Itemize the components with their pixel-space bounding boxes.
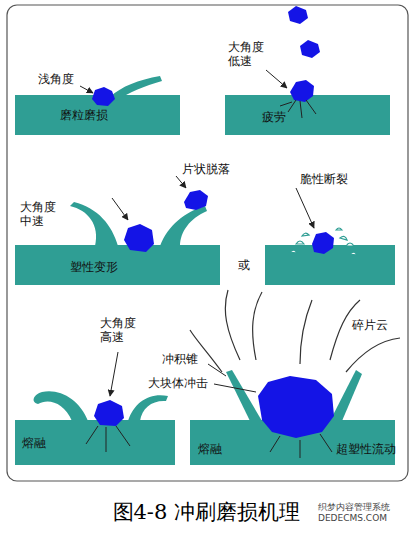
illustration-shape	[94, 400, 124, 426]
melting-panel	[15, 352, 175, 465]
illustration-shape	[15, 420, 175, 465]
illustration-shape	[7, 5, 408, 481]
callout-label: 冲积锥	[162, 352, 198, 366]
callout-label: 碎片云	[352, 318, 388, 332]
callout-label: 大块体冲击	[148, 376, 208, 390]
illustration-shape	[346, 243, 354, 246]
illustration-shape	[350, 252, 357, 255]
illustration-shape	[184, 190, 208, 210]
illustration-shape	[290, 80, 314, 102]
illustration-shape	[265, 245, 395, 285]
illustration-shape	[302, 233, 309, 236]
plastic-panel	[15, 176, 220, 285]
illustration-shape	[86, 426, 130, 452]
illustration-shape	[110, 76, 162, 101]
illustration-shape	[80, 86, 93, 93]
illustration-shape	[190, 290, 400, 372]
callout-label: 浅角度	[38, 72, 74, 86]
illustration-shape	[330, 370, 362, 421]
illustration-shape	[225, 95, 390, 135]
watermark: 织梦内容管理系统	[318, 503, 390, 513]
callout-label: 磨粒磨损	[60, 108, 108, 122]
illustration-shape	[270, 434, 332, 458]
illustration-shape	[296, 188, 314, 228]
illustration-shape	[336, 228, 342, 230]
callout-label: 大角度 高速	[100, 316, 138, 345]
callout-label: 熔融	[22, 436, 46, 450]
illustration-shape	[226, 370, 262, 421]
illustration-shape	[128, 395, 168, 421]
illustration-shape	[266, 70, 287, 88]
illustration-shape	[112, 198, 128, 220]
illustration-shape	[208, 364, 226, 376]
callout-label: 脆性断裂	[300, 172, 348, 186]
illustration-shape	[110, 352, 118, 396]
illustration-shape	[258, 376, 334, 438]
illustration-shape	[288, 6, 308, 24]
illustration-shape	[70, 202, 118, 246]
callout-label: 疲劳	[262, 110, 286, 124]
illustration-shape	[290, 228, 357, 255]
brittle-panel	[265, 188, 395, 285]
illustration-shape	[92, 87, 115, 106]
illustration-shape	[176, 176, 186, 188]
figure-caption: 图4-8 冲刷磨损机理	[113, 498, 301, 526]
illustration-shape	[290, 250, 297, 253]
illustration-shape	[340, 236, 347, 240]
illustration-shape	[160, 206, 207, 246]
callout-label: 片状脱落	[182, 162, 230, 176]
illustration-shape	[296, 241, 304, 244]
illustration-shape	[300, 40, 320, 58]
callout-label: 塑性变形	[70, 260, 118, 274]
watermark: DEDECMS.COM	[318, 514, 387, 524]
illustration-shape	[15, 245, 220, 285]
callout-label: 大角度 中速	[20, 200, 58, 229]
illustration-shape	[312, 232, 334, 254]
illustration-shape	[214, 384, 256, 392]
impact-panel	[190, 290, 400, 465]
fatigue-panel	[225, 6, 390, 135]
callout-label: 或	[238, 258, 250, 272]
callout-label: 大角度 低速	[228, 40, 266, 69]
callout-label: 超塑性流动	[336, 442, 396, 456]
callout-label: 熔融	[198, 442, 222, 456]
illustration-shape	[34, 391, 88, 421]
illustration-shape	[124, 224, 154, 252]
